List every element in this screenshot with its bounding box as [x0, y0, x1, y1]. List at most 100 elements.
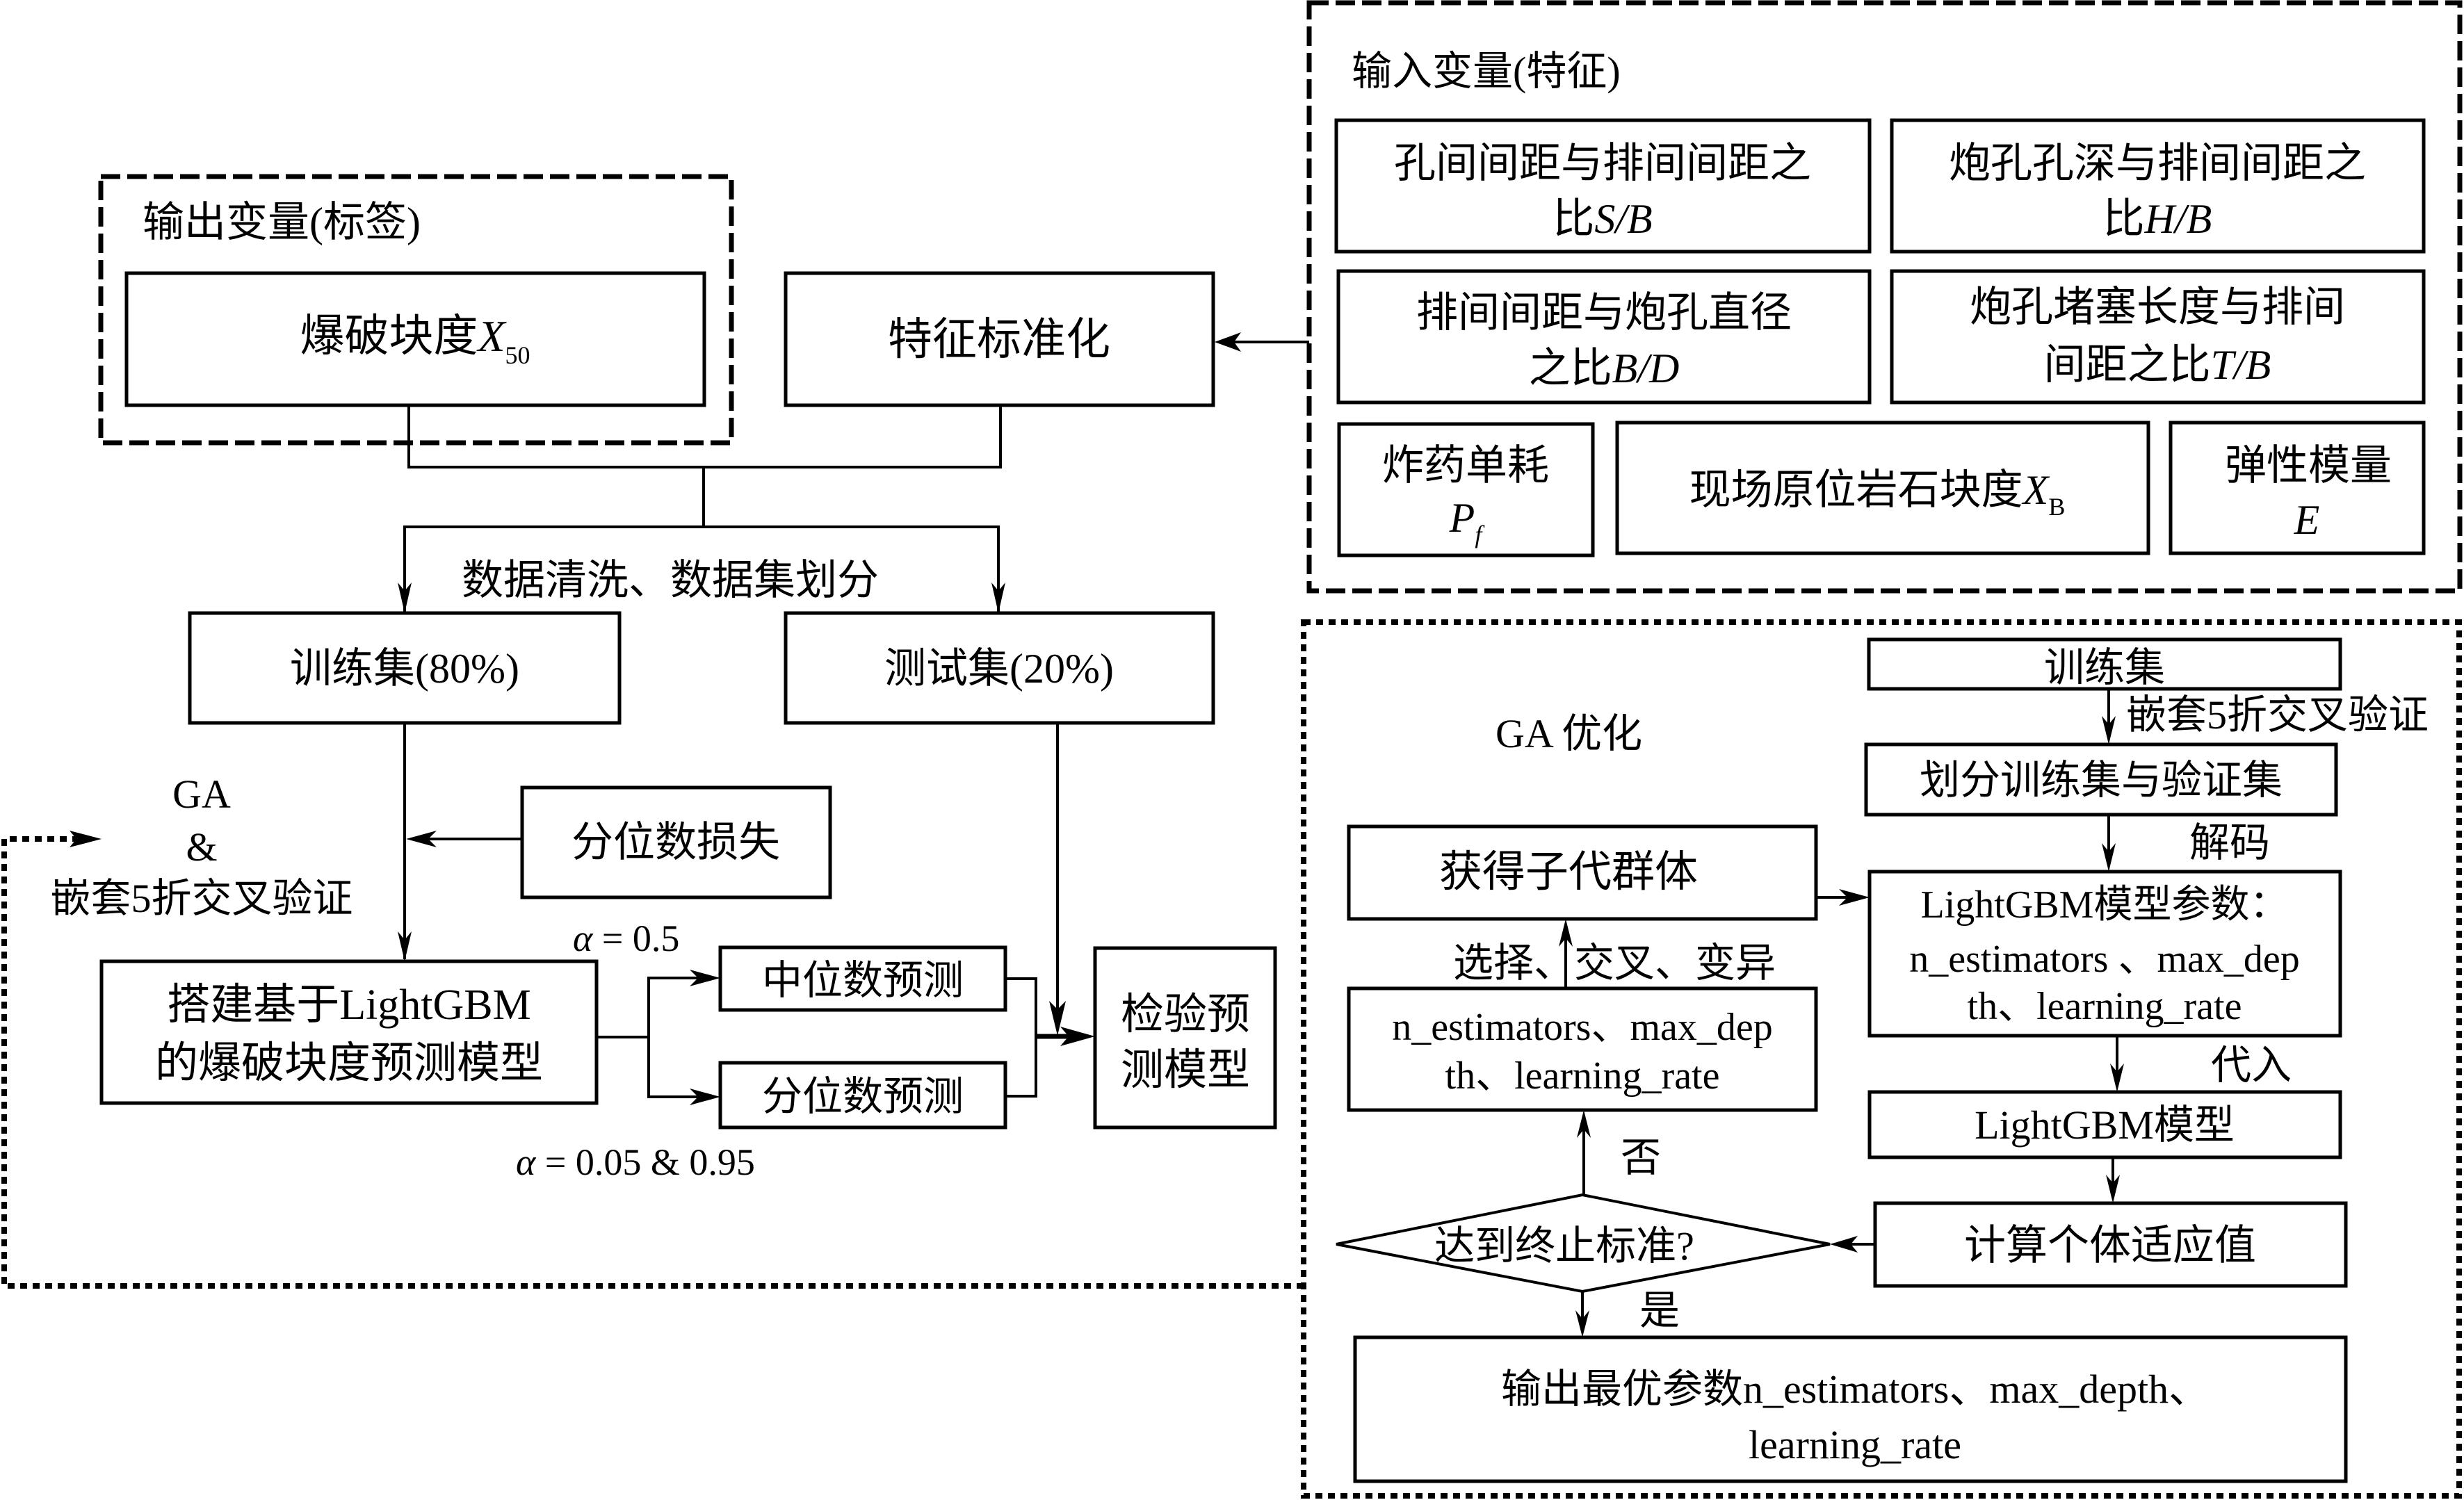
arrowhead — [1830, 1236, 1858, 1253]
box-border — [1867, 637, 2342, 691]
label-text: α — [573, 918, 594, 959]
yes-label: 是 — [1639, 1288, 1680, 1333]
box-border — [124, 271, 706, 407]
input-group-border — [1306, 0, 2463, 594]
blast-fragmentation-box[interactable]: 爆破块度X50 — [124, 271, 706, 407]
label-text: 炮孔孔深与排间间距之 — [1949, 140, 2366, 186]
feature-box-spacing-ratio[interactable]: 孔间间距与排间间距之 比S/B — [1334, 118, 1872, 254]
output-group-title: 输出变量(标签) — [143, 199, 421, 245]
train-set-box[interactable]: 训练集(80%) — [188, 611, 622, 725]
label-text: 嵌套5折交叉验证 — [50, 876, 352, 921]
box-border — [1093, 946, 1277, 1130]
arrowhead — [1060, 1027, 1095, 1046]
box-border — [1336, 269, 1872, 405]
arrowhead — [1215, 332, 1241, 352]
offspring-population-box[interactable]: 获得子代群体 — [1347, 824, 1818, 921]
lightgbm-params-box[interactable]: LightGBM模型参数： n_estimators 、max_dep th、l… — [1867, 870, 2342, 1038]
branch-connector — [647, 977, 709, 1098]
label-text: 比 — [1553, 196, 1594, 242]
box-border — [718, 945, 1007, 1012]
arrowhead — [991, 582, 1005, 613]
label-text: 排间间距与炮孔直径 — [1416, 290, 1792, 336]
label-text: 现场原位岩石块度 — [1689, 467, 2023, 513]
label-text: 比H/B — [2103, 196, 2212, 242]
split-train-validation-box[interactable]: 划分训练集与验证集 — [1864, 742, 2338, 817]
label-text: S/B — [1594, 196, 1652, 242]
median-prediction-box[interactable]: 中位数预测 — [718, 945, 1007, 1012]
fitness-box[interactable]: 计算个体适应值 — [1873, 1201, 2348, 1288]
box-border — [99, 959, 599, 1105]
feature-standardization-box[interactable]: 特征标准化 — [784, 271, 1215, 407]
join-connector — [1005, 977, 1037, 1098]
output-variable-group: 输出变量(标签) 爆破块度X50 — [98, 174, 734, 446]
arrowhead — [1559, 919, 1573, 947]
arrowhead — [1839, 889, 1870, 906]
label-text: = 0.05 & 0.95 — [535, 1141, 754, 1183]
lightgbm-model-box[interactable]: 搭建基于LightGBM 的爆破块度预测模型 — [99, 959, 599, 1105]
label-text: 间距之比T/B — [2044, 342, 2271, 388]
optimal-params-output-box[interactable]: 输出最优参数n_estimators、max_depth、 learning_r… — [1353, 1335, 2348, 1483]
label-text: 现场原位岩石块度XB — [1689, 467, 2066, 521]
box-border — [1890, 118, 2426, 254]
ga-train-set-box[interactable]: 训练集 — [1867, 637, 2342, 691]
merge-connector — [407, 405, 1002, 468]
arrowhead — [1049, 1001, 1066, 1036]
shape — [1336, 1193, 1831, 1294]
box-border — [1867, 1090, 2342, 1159]
feature-box-depth-ratio[interactable]: 炮孔孔深与排间间距之 比H/B — [1890, 118, 2426, 254]
label-text: 弹性模量 — [2225, 443, 2392, 489]
validate-model-line1: 检验预 — [1121, 991, 1250, 1038]
label-text: 训练集 — [2044, 645, 2165, 690]
arrowhead — [406, 831, 437, 847]
label-text: B — [2048, 493, 2065, 521]
decode-label: 解码 — [2189, 820, 2270, 865]
substitute-label: 代入 — [2211, 1043, 2292, 1088]
label-text: P — [1449, 495, 1475, 541]
quantile-loss-box[interactable]: 分位数损失 — [520, 785, 832, 899]
label-text: 之比 — [1529, 345, 1612, 391]
arrowhead — [70, 831, 102, 847]
arrowhead — [1575, 1310, 1589, 1337]
label-text: n_estimators、max_dep — [1392, 1006, 1772, 1049]
box-border — [1334, 118, 1872, 254]
operators-label: 选择、交叉、变异 — [1453, 940, 1776, 986]
label-text: T/B — [2211, 342, 2271, 388]
box-border — [784, 611, 1215, 725]
termination-decision[interactable]: 达到终止标准? — [1336, 1193, 1831, 1294]
arrowhead — [690, 1089, 720, 1105]
quantile-prediction-label: 分位数预测 — [762, 1074, 964, 1119]
feature-box-in-situ-block-size[interactable]: 现场原位岩石块度XB — [1615, 421, 2150, 555]
box-border — [784, 271, 1215, 407]
label-text: 炸药单耗 — [1382, 443, 1549, 489]
label-text: LightGBM模型 — [1975, 1102, 2235, 1148]
box-border — [1337, 422, 1595, 557]
label-text: 比 — [2103, 196, 2145, 242]
lightgbm-model-ga-box[interactable]: LightGBM模型 — [1867, 1090, 2342, 1159]
feature-box-stemming-ratio[interactable]: 炮孔堵塞长度与排间 间距之比T/B — [1890, 269, 2426, 405]
label-text: E — [2294, 497, 2320, 543]
box-border — [1615, 421, 2150, 555]
label-text: X — [2022, 467, 2050, 513]
blast-fragmentation-var: X — [476, 311, 507, 361]
feature-box-burden-diameter-ratio[interactable]: 排间间距与炮孔直径 之比B/D — [1336, 269, 1872, 405]
label-text: 比S/B — [1553, 196, 1652, 242]
label-text: H/B — [2144, 196, 2212, 242]
test-set-box[interactable]: 测试集(20%) — [784, 611, 1215, 725]
box-border — [1347, 824, 1818, 921]
feature-box-powder-factor[interactable]: 炸药单耗 Pf — [1337, 422, 1595, 557]
params-population-box[interactable]: n_estimators、max_dep th、learning_rate — [1347, 986, 1818, 1112]
label-text: 孔间间距与排间间距之 — [1394, 140, 1811, 186]
blast-fragmentation-sub: 50 — [505, 341, 530, 369]
quantile-loss-label: 分位数损失 — [572, 820, 780, 865]
box-border — [1867, 870, 2342, 1038]
quantile-prediction-box[interactable]: 分位数预测 — [718, 1061, 1007, 1130]
test-set-label: 测试集(20%) — [884, 646, 1114, 692]
arrowhead — [398, 582, 412, 613]
validate-model-box[interactable]: 检验预 测模型 — [1093, 946, 1277, 1130]
feature-box-elastic-modulus[interactable]: 弹性模量 E — [2169, 421, 2426, 555]
label-text: 划分训练集与验证集 — [1920, 758, 2283, 803]
box-border — [188, 611, 622, 725]
label-text: n_estimators 、max_dep — [1909, 938, 2299, 981]
input-variable-group: 输入变量(特征) 孔间间距与排间间距之 比S/B 炮孔孔深与排间间距之 比H/B… — [1306, 0, 2463, 594]
arrowhead — [2106, 1175, 2120, 1203]
